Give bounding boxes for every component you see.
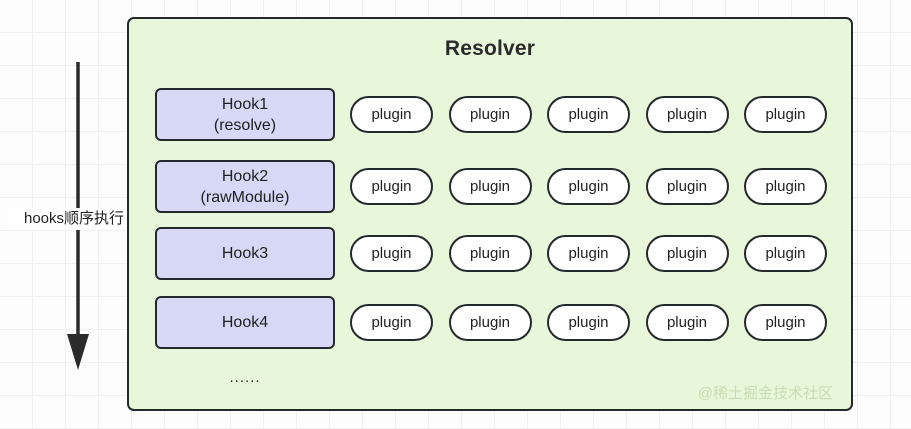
plugin-pill[interactable]: plugin [448, 96, 532, 133]
plugin-pill[interactable]: plugin [547, 235, 630, 272]
plugin-list-4: plugin plugin plugin plugin plugin [350, 304, 827, 341]
hook-row: Hook4 plugin plugin plugin plugin plugin [155, 296, 827, 349]
hook-name: Hook1 [221, 95, 269, 113]
plugin-list-3: plugin plugin plugin plugin plugin [350, 235, 827, 272]
plugin-pill[interactable]: plugin [448, 304, 532, 341]
hook-box-4[interactable]: Hook4 [155, 296, 335, 349]
more-hooks-ellipsis: ...... [229, 369, 261, 386]
plugin-list-2: plugin plugin plugin plugin plugin [350, 168, 827, 205]
plugin-pill[interactable]: plugin [744, 304, 827, 341]
plugin-pill[interactable]: plugin [645, 168, 729, 205]
plugin-pill[interactable]: plugin [645, 235, 729, 272]
plugin-pill[interactable]: plugin [350, 235, 433, 272]
hook-row: Hook3 plugin plugin plugin plugin plugin [155, 227, 827, 280]
flow-direction-label: hooks顺序执行 [8, 208, 140, 230]
plugin-list-1: plugin plugin plugin plugin plugin [350, 96, 827, 133]
hook-box-1[interactable]: Hook1 (resolve) [155, 88, 335, 141]
plugin-pill[interactable]: plugin [448, 168, 532, 205]
plugin-pill[interactable]: plugin [744, 168, 827, 205]
hook-name: Hook4 [221, 314, 269, 331]
hook-box-3[interactable]: Hook3 [155, 227, 335, 280]
plugin-pill[interactable]: plugin [350, 96, 433, 133]
hook-row: Hook1 (resolve) plugin plugin plugin plu… [155, 88, 827, 141]
hook-name: Hook2 [221, 167, 269, 185]
plugin-pill[interactable]: plugin [547, 96, 630, 133]
panel-title: Resolver [444, 37, 536, 60]
plugin-pill[interactable]: plugin [350, 168, 433, 205]
plugin-pill[interactable]: plugin [350, 304, 433, 341]
resolver-panel: Resolver Hook1 (resolve) plugin plugin p… [127, 17, 853, 411]
plugin-pill[interactable]: plugin [547, 304, 630, 341]
watermark: @稀土掘金技术社区 [697, 385, 833, 402]
hook-sub: (rawModule) [200, 188, 290, 206]
plugin-pill[interactable]: plugin [448, 235, 532, 272]
hook-box-2[interactable]: Hook2 (rawModule) [155, 160, 335, 213]
plugin-pill[interactable]: plugin [547, 168, 630, 205]
plugin-pill[interactable]: plugin [645, 304, 729, 341]
plugin-pill[interactable]: plugin [744, 235, 827, 272]
plugin-pill[interactable]: plugin [645, 96, 729, 133]
hook-sub: (resolve) [213, 116, 277, 134]
hook-name: Hook3 [221, 245, 269, 262]
plugin-pill[interactable]: plugin [744, 96, 827, 133]
flow-arrow-icon [67, 62, 89, 370]
hook-row: Hook2 (rawModule) plugin plugin plugin p… [155, 160, 827, 213]
